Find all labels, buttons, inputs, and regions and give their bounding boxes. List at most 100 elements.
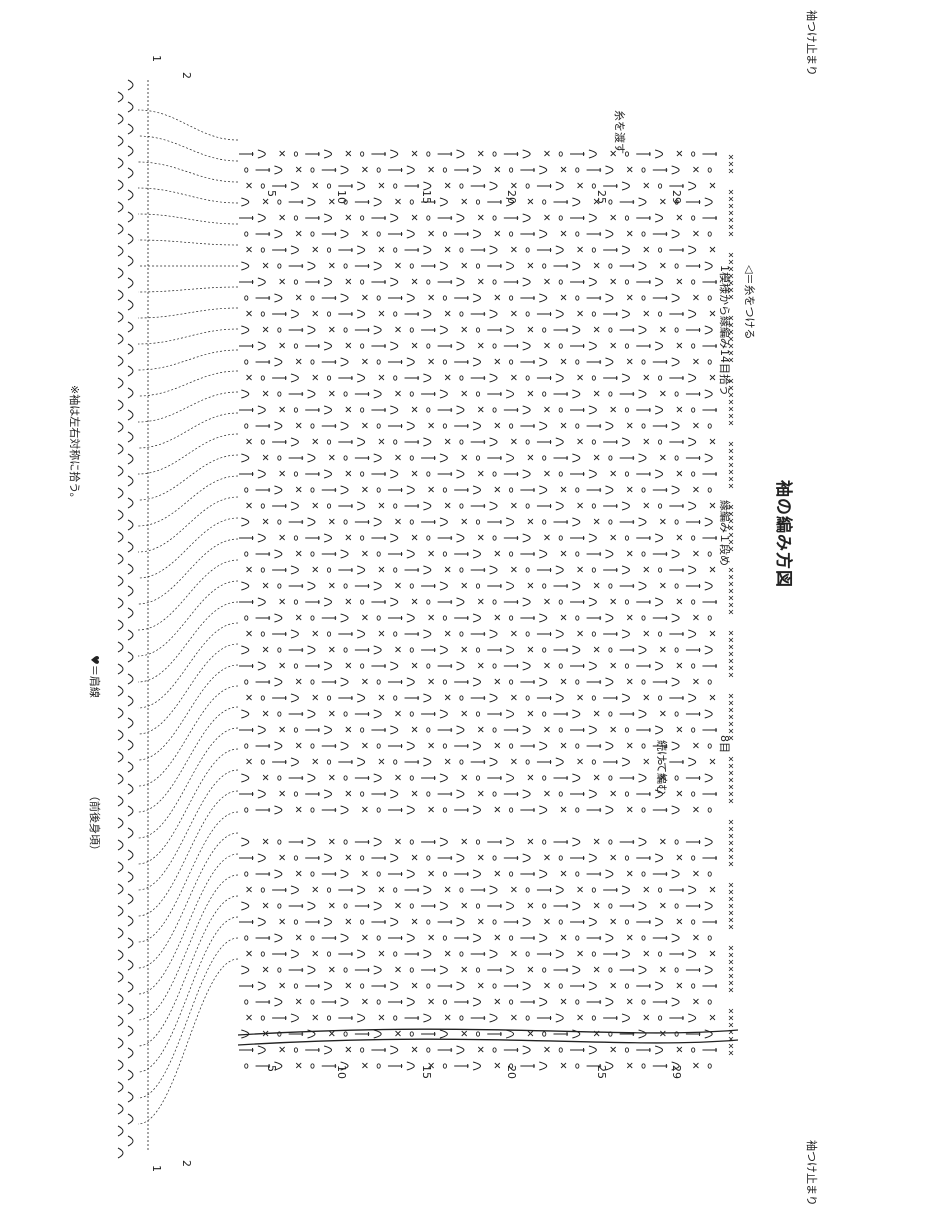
stitch-mark bbox=[691, 663, 696, 669]
stitch-mark bbox=[127, 255, 134, 267]
stitch-mark bbox=[539, 933, 548, 943]
stitch-mark bbox=[477, 278, 484, 285]
stitch-mark bbox=[704, 261, 713, 271]
stitch-mark bbox=[577, 758, 583, 765]
stitch-mark bbox=[654, 341, 664, 351]
stitch-mark bbox=[127, 79, 134, 91]
stitch-mark bbox=[373, 261, 382, 271]
stitch-mark bbox=[671, 1061, 680, 1071]
stitch-mark bbox=[395, 262, 401, 269]
stitch-mark bbox=[274, 229, 283, 239]
stitch-mark bbox=[257, 917, 266, 927]
stitch-mark bbox=[577, 246, 583, 253]
stitch-mark bbox=[323, 277, 333, 287]
stitch-mark bbox=[406, 549, 415, 559]
stitch-mark bbox=[127, 585, 134, 597]
stitch-mark bbox=[522, 469, 531, 479]
stitch-mark bbox=[588, 917, 597, 927]
stitch-mark bbox=[444, 886, 451, 893]
stitch-mark bbox=[262, 326, 269, 333]
stitch-mark bbox=[506, 389, 515, 399]
stitch-mark bbox=[241, 453, 250, 463]
stitch-mark bbox=[461, 390, 468, 397]
stitch-mark bbox=[575, 167, 580, 173]
stitch-mark bbox=[688, 181, 697, 191]
stitch-mark bbox=[539, 869, 548, 879]
stitch-mark bbox=[591, 759, 596, 765]
stitch-mark bbox=[395, 902, 401, 909]
stitch-mark bbox=[593, 966, 600, 973]
stitch-mark bbox=[117, 1103, 124, 1115]
stitch-mark bbox=[117, 927, 124, 939]
stitch-mark bbox=[244, 167, 249, 173]
stitch-mark bbox=[343, 711, 348, 717]
stitch-mark bbox=[409, 199, 414, 205]
stitch-mark bbox=[117, 773, 124, 785]
stitch-mark bbox=[423, 565, 432, 575]
stitch-mark bbox=[411, 534, 418, 541]
stitch-mark bbox=[605, 421, 614, 431]
stitch-mark bbox=[527, 966, 534, 973]
stitch-mark bbox=[728, 630, 734, 636]
stitch-mark bbox=[555, 245, 564, 255]
stitch-mark bbox=[572, 901, 581, 911]
stitch-mark bbox=[591, 311, 596, 317]
stitch-mark bbox=[704, 517, 713, 527]
stitch-mark bbox=[246, 182, 252, 189]
stitch-mark bbox=[260, 439, 265, 445]
stitch-mark bbox=[362, 1062, 368, 1069]
stitch-mark bbox=[591, 951, 596, 957]
stitch-mark bbox=[489, 949, 498, 959]
stitch-mark bbox=[117, 289, 124, 301]
stitch-mark bbox=[688, 693, 697, 703]
stitch-mark bbox=[506, 581, 515, 591]
stitch-mark bbox=[295, 1062, 302, 1069]
stitch-mark bbox=[244, 423, 249, 429]
stitch-mark bbox=[390, 981, 399, 991]
stitch-mark bbox=[728, 889, 734, 895]
stitch-mark bbox=[605, 613, 614, 623]
stitch-mark bbox=[624, 663, 630, 669]
stitch-mark bbox=[638, 197, 647, 207]
stitch-mark bbox=[295, 358, 302, 365]
stitch-mark bbox=[522, 789, 531, 799]
pick-up-arrow bbox=[137, 958, 239, 1125]
stitch-mark bbox=[728, 959, 734, 965]
stitch-mark bbox=[506, 261, 515, 271]
stitch-mark bbox=[610, 854, 617, 861]
stitch-mark bbox=[274, 677, 283, 687]
stitch-mark bbox=[456, 213, 465, 223]
stitch-mark bbox=[290, 501, 299, 511]
stitch-mark bbox=[362, 486, 368, 493]
stitch-mark bbox=[423, 501, 432, 511]
stitch-mark bbox=[658, 759, 663, 765]
stitch-mark bbox=[345, 726, 352, 733]
stitch-mark bbox=[506, 901, 515, 911]
stitch-mark bbox=[511, 310, 517, 317]
stitch-mark bbox=[654, 1045, 664, 1055]
stitch-mark bbox=[444, 246, 451, 253]
stitch-mark bbox=[277, 199, 282, 205]
stitch-mark bbox=[728, 672, 734, 678]
stitch-mark bbox=[492, 151, 497, 157]
stitch-mark bbox=[244, 743, 249, 749]
stitch-mark bbox=[728, 231, 734, 237]
stitch-mark bbox=[390, 405, 399, 415]
stitch-mark bbox=[246, 246, 252, 253]
stitch-mark bbox=[426, 727, 431, 733]
stitch-mark bbox=[310, 615, 315, 621]
pick-up-arrow bbox=[137, 349, 239, 371]
stitch-mark bbox=[525, 247, 530, 253]
stitch-mark bbox=[506, 517, 515, 527]
stitch-mark bbox=[522, 853, 531, 863]
stitch-mark bbox=[475, 583, 481, 589]
stitch-mark bbox=[312, 886, 319, 893]
stitch-mark bbox=[323, 981, 333, 991]
stitch-mark bbox=[444, 950, 451, 957]
stitch-mark bbox=[326, 503, 332, 509]
stitch-mark bbox=[539, 1061, 548, 1071]
stitch-mark bbox=[688, 949, 697, 959]
stitch-mark bbox=[307, 645, 316, 655]
stitch-mark bbox=[360, 727, 365, 733]
